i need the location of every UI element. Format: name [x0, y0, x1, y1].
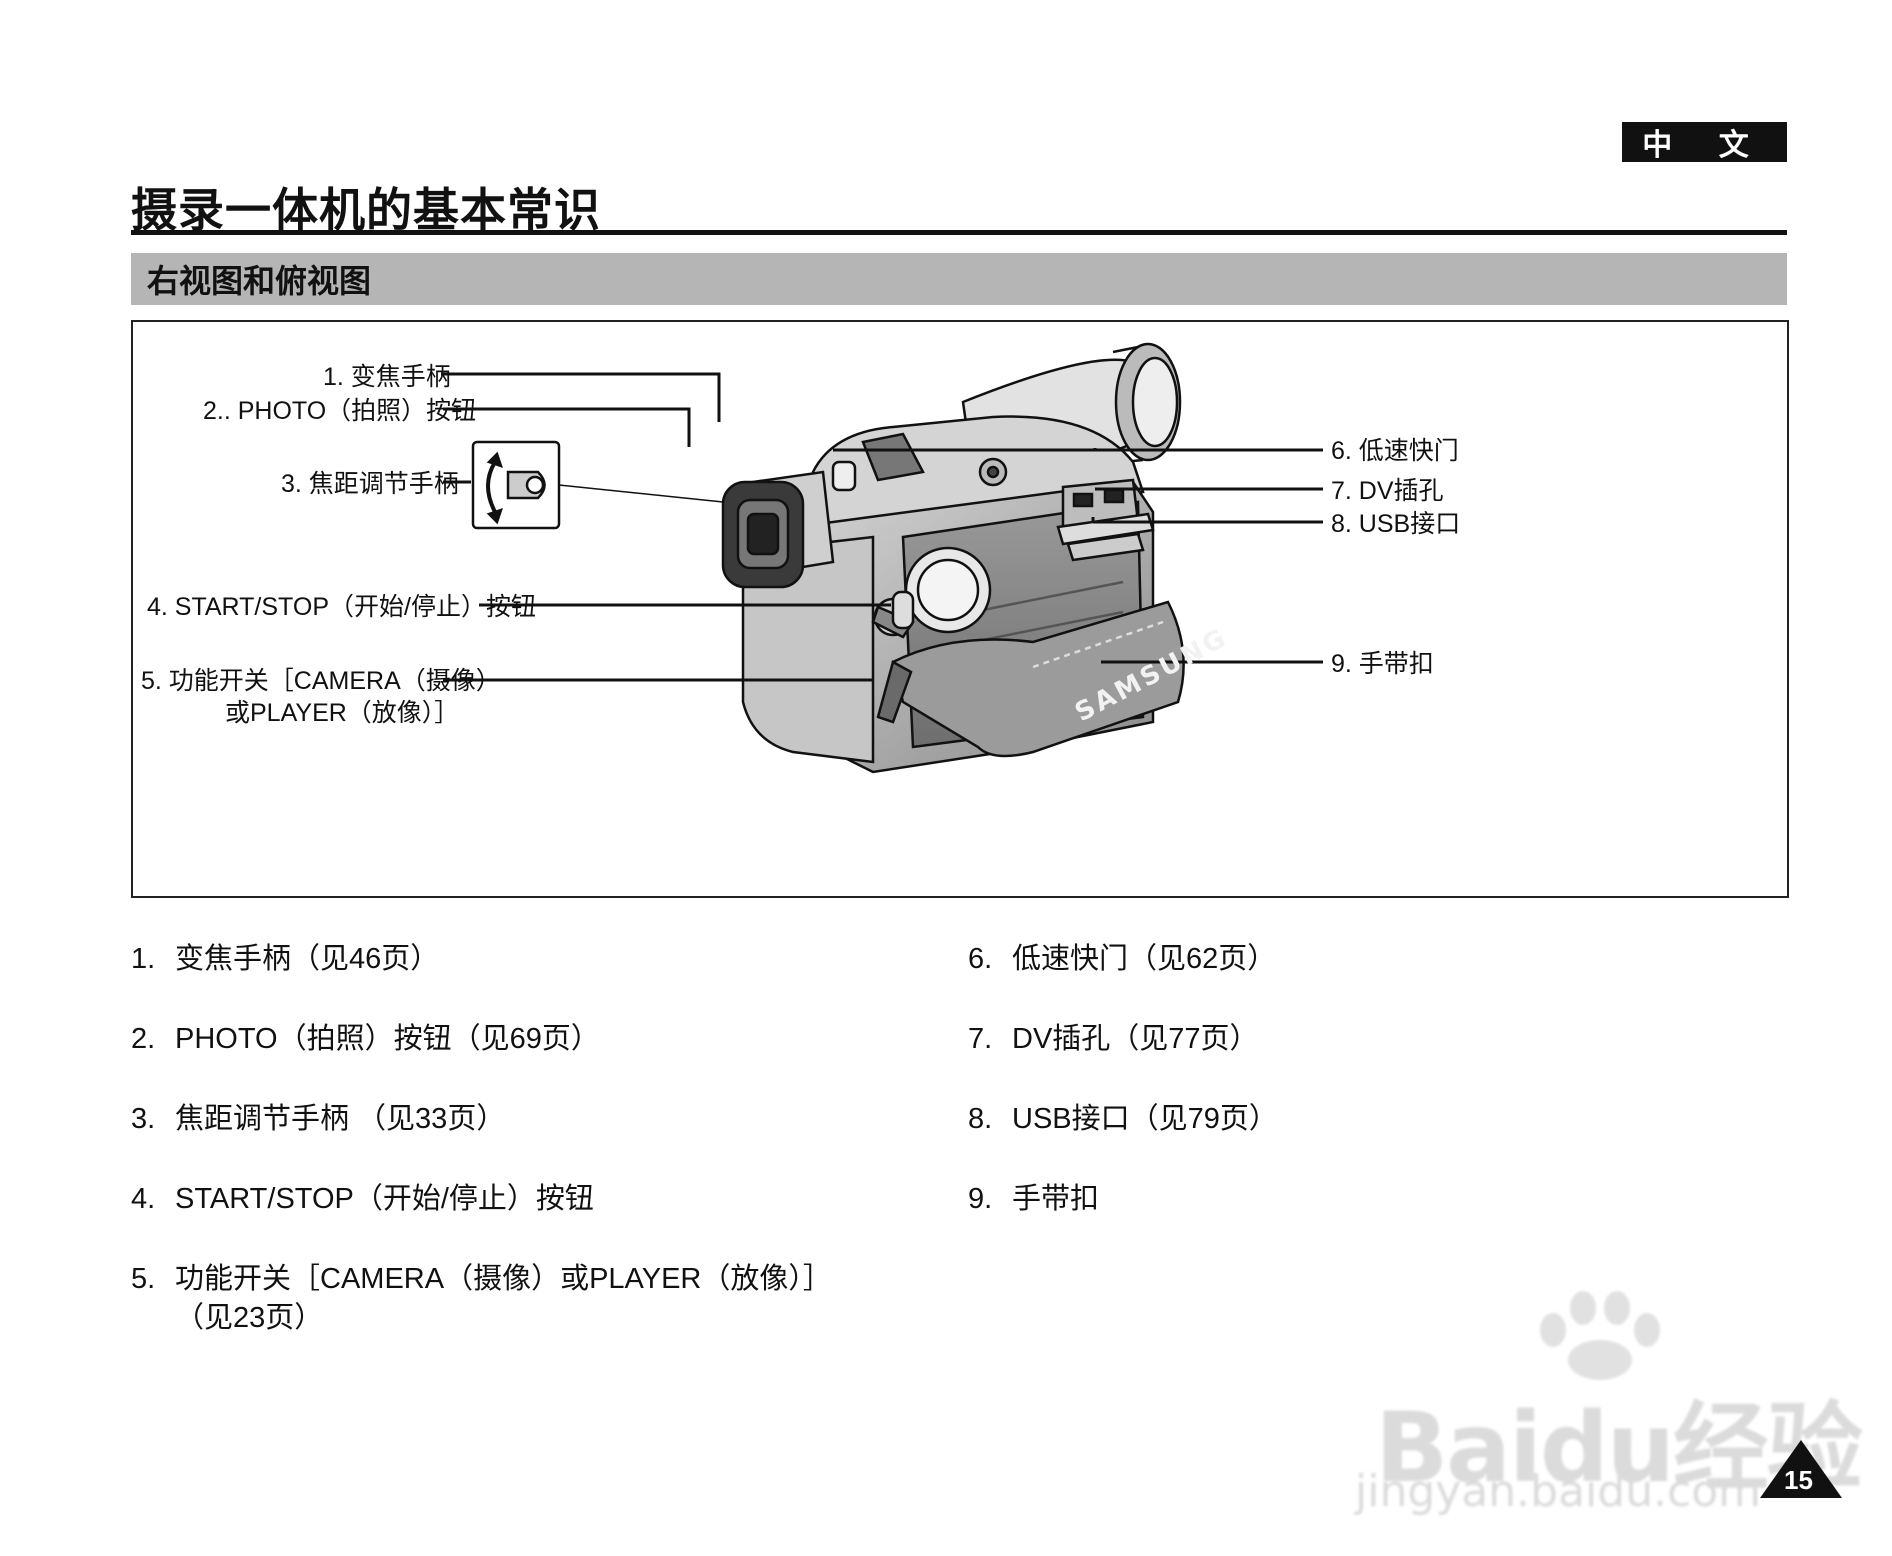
list-item-text: 手带扣 — [1012, 1183, 1100, 1215]
list-item-text-cont: （见23页） — [175, 1302, 324, 1335]
list-item-text: 变焦手柄（见46页） — [175, 943, 440, 975]
list-item-number: 1. — [131, 943, 156, 975]
title-rule — [131, 230, 1787, 235]
list-item-number: 5. — [131, 1263, 156, 1295]
callout-start-stop: 4. START/STOP（开始/停止）按钮 — [147, 593, 536, 621]
section-bar: 右视图和俯视图 — [131, 253, 1787, 305]
watermark: Baidu经验 jingyan.baidu.com — [1355, 1290, 1863, 1517]
callout-strap-hook: 9. 手带扣 — [1331, 650, 1434, 678]
list-item-number: 6. — [968, 943, 993, 975]
list-item-text: PHOTO（拍照）按钮（见69页） — [175, 1023, 600, 1055]
list-item: 5. 功能开关［CAMERA（摄像）或PLAYER（放像）］ （见23页） — [131, 1260, 832, 1338]
list-item-text: USB接口（见79页） — [1012, 1103, 1278, 1135]
callout-zoom-lever: 1. 变焦手柄 — [323, 363, 451, 391]
camcorder-diagram: SAMSUNG 1. 变焦手柄 2.. PHOTO（拍照）按钮 3. 焦距调节手… — [131, 320, 1789, 898]
page-number: 15 — [1784, 1465, 1813, 1495]
leader-lines — [441, 372, 1097, 682]
callout-dv-jack: 7. DV插孔 — [1331, 477, 1444, 505]
list-item-text: 低速快门（见62页） — [1012, 943, 1277, 975]
callout-slow-shutter: 6. 低速快门 — [1331, 437, 1459, 465]
list-item-number: 7. — [968, 1023, 993, 1055]
callout-function-switch-cont: 或PLAYER（放像）］ — [225, 699, 460, 727]
watermark-url: jingyan.baidu.com — [1355, 1466, 1762, 1517]
list-item: 6. 低速快门（见62页） — [968, 940, 1276, 979]
list-item-number: 2. — [131, 1023, 156, 1055]
callout-focus-lever: 3. 焦距调节手柄 — [281, 470, 459, 498]
list-item: 1. 变焦手柄（见46页） — [131, 940, 439, 979]
section-title: 右视图和俯视图 — [147, 262, 372, 300]
list-item-number: 8. — [968, 1103, 993, 1135]
language-tag: 中 文 — [1622, 122, 1787, 163]
list-item: 2. PHOTO（拍照）按钮（见69页） — [131, 1020, 600, 1059]
page-title: 摄录一体机的基本常识 — [131, 183, 601, 237]
list-item-number: 4. — [131, 1183, 156, 1215]
list-item-text: START/STOP（开始/停止）按钮 — [175, 1183, 594, 1215]
list-item: 8. USB接口（见79页） — [968, 1100, 1278, 1139]
list-item-text: 功能开关［CAMERA（摄像）或PLAYER（放像）］ — [175, 1263, 832, 1295]
list-item-number: 9. — [968, 1183, 993, 1215]
list-item: 7. DV插孔（见77页） — [968, 1020, 1259, 1059]
list-item: 3. 焦距调节手柄 （见33页） — [131, 1100, 505, 1139]
callout-usb-jack: 8. USB接口 — [1331, 510, 1461, 538]
camcorder-illustration: SAMSUNG — [441, 342, 1323, 774]
page-corner-triangle — [1760, 1440, 1842, 1498]
callout-photo-button: 2.. PHOTO（拍照）按钮 — [203, 397, 477, 425]
list-item-text: DV插孔（见77页） — [1012, 1023, 1259, 1055]
list-item-number: 3. — [131, 1103, 156, 1135]
callout-function-switch: 5. 功能开关［CAMERA（摄像） — [141, 667, 501, 695]
paw-icon — [1540, 1291, 1660, 1380]
list-item: 4. START/STOP（开始/停止）按钮 — [131, 1180, 594, 1219]
list-item-text: 焦距调节手柄 （见33页） — [175, 1103, 506, 1135]
list-item: 9. 手带扣 — [968, 1180, 1099, 1219]
